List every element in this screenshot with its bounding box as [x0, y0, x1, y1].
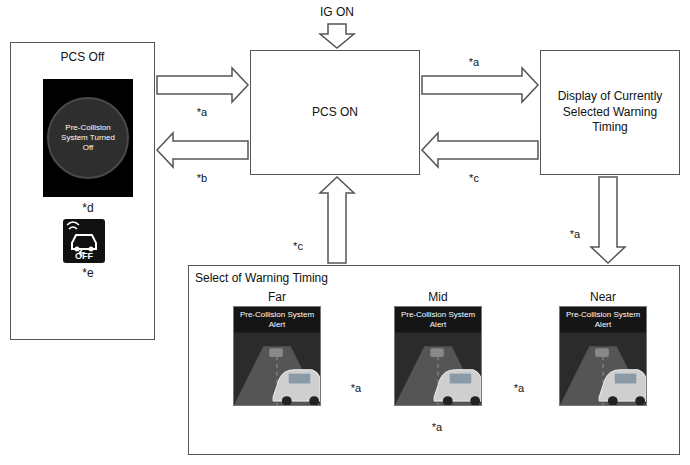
edge-label: *a	[512, 382, 526, 394]
node-offbox: PCS OffPre-Collision System Turned OffOF…	[10, 42, 155, 340]
timing-heading: Far	[233, 290, 321, 306]
arrow-body	[157, 68, 248, 102]
node-text: Select of Warning Timing	[195, 271, 673, 285]
alert-text: Pre-Collision System Alert	[234, 310, 320, 329]
edge-label: *a	[349, 382, 363, 394]
node-text: Display of Currently Selected Warning Ti…	[549, 89, 671, 136]
arrow-body	[422, 68, 538, 102]
timing-heading: Mid	[394, 290, 482, 306]
block-arrow	[320, 177, 354, 263]
screen-text: Pre-Collision System Turned Off	[55, 123, 121, 153]
block-arrow	[157, 133, 248, 167]
node-box: PCS ON	[250, 50, 420, 175]
edge-label: *c	[467, 172, 481, 184]
node-text: PCS ON	[312, 105, 358, 121]
alert-screen: Pre-Collision System Alert	[394, 306, 482, 406]
edge-label: *a	[467, 56, 481, 68]
node-icon: OFF	[63, 219, 105, 263]
callout-label: *e	[82, 266, 93, 280]
edge-label: *a	[195, 106, 209, 118]
screen-text: OFF	[63, 251, 105, 261]
arrow-body	[422, 133, 538, 167]
node-panel: MidPre-Collision System Alert	[394, 290, 482, 406]
alert-text: Pre-Collision System Alert	[395, 310, 481, 329]
edge-label: *a	[430, 421, 444, 433]
edge-label: *c	[291, 240, 305, 252]
block-arrow	[422, 133, 538, 167]
alert-text: Pre-Collision System Alert	[560, 310, 646, 329]
callout-label: *d	[82, 201, 93, 215]
node-box: Display of Currently Selected Warning Ti…	[540, 50, 680, 175]
arrow-body	[157, 133, 248, 167]
arrow-body	[591, 177, 625, 263]
timing-heading: Near	[559, 290, 647, 306]
alert-screen: Pre-Collision System Alert	[559, 306, 647, 406]
node-panel: FarPre-Collision System Alert	[233, 290, 321, 406]
block-arrow	[422, 68, 538, 102]
block-arrow	[591, 177, 625, 263]
ig-on-arrow	[320, 24, 354, 48]
node-screenOff: Pre-Collision System Turned Off	[43, 79, 133, 197]
alert-screen: Pre-Collision System Alert	[233, 306, 321, 406]
node-panel: NearPre-Collision System Alert	[559, 290, 647, 406]
arrow-body	[320, 177, 354, 263]
trigger-label: IG ON	[320, 5, 354, 19]
edge-label: *b	[195, 172, 209, 184]
node-text: PCS Off	[11, 50, 154, 64]
edge-label: *a	[568, 228, 582, 240]
block-arrow	[157, 68, 248, 102]
